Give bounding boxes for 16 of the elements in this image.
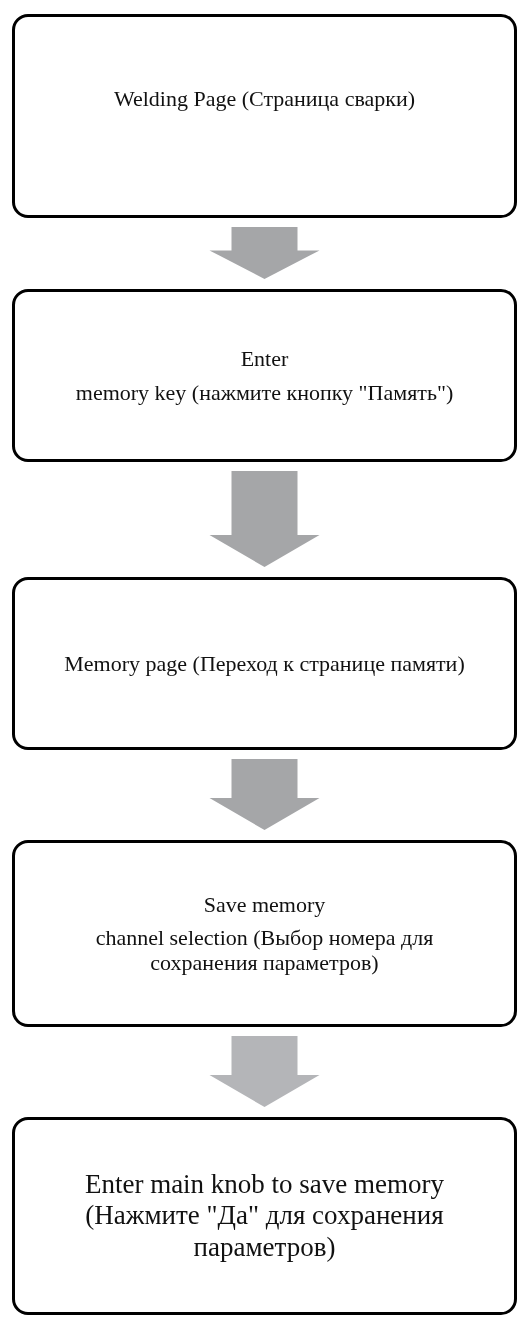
step-text: Memory page (Переход к странице памяти) [64, 650, 465, 677]
process-box [12, 1117, 517, 1315]
step-text: Enter main knob to save memory (Нажмите "Да" для сохранения параметров) [83, 1169, 446, 1263]
process-box [12, 14, 517, 218]
block-arrow [209, 759, 320, 830]
block-arrow [209, 1036, 320, 1107]
step-text: Save memory [203, 891, 326, 917]
step-text: Welding Page (Страница сварки) [113, 86, 416, 112]
block-arrow [209, 471, 320, 567]
step-text: Enter [240, 346, 289, 372]
process-box [12, 840, 517, 1027]
step-text: memory key (нажмите кнопку "Память") [75, 379, 454, 405]
process-box [12, 289, 517, 462]
block-arrow [209, 227, 320, 279]
step-text: channel selection (Выбор номера для сохранения параметров) [94, 924, 435, 976]
process-box [12, 577, 517, 750]
